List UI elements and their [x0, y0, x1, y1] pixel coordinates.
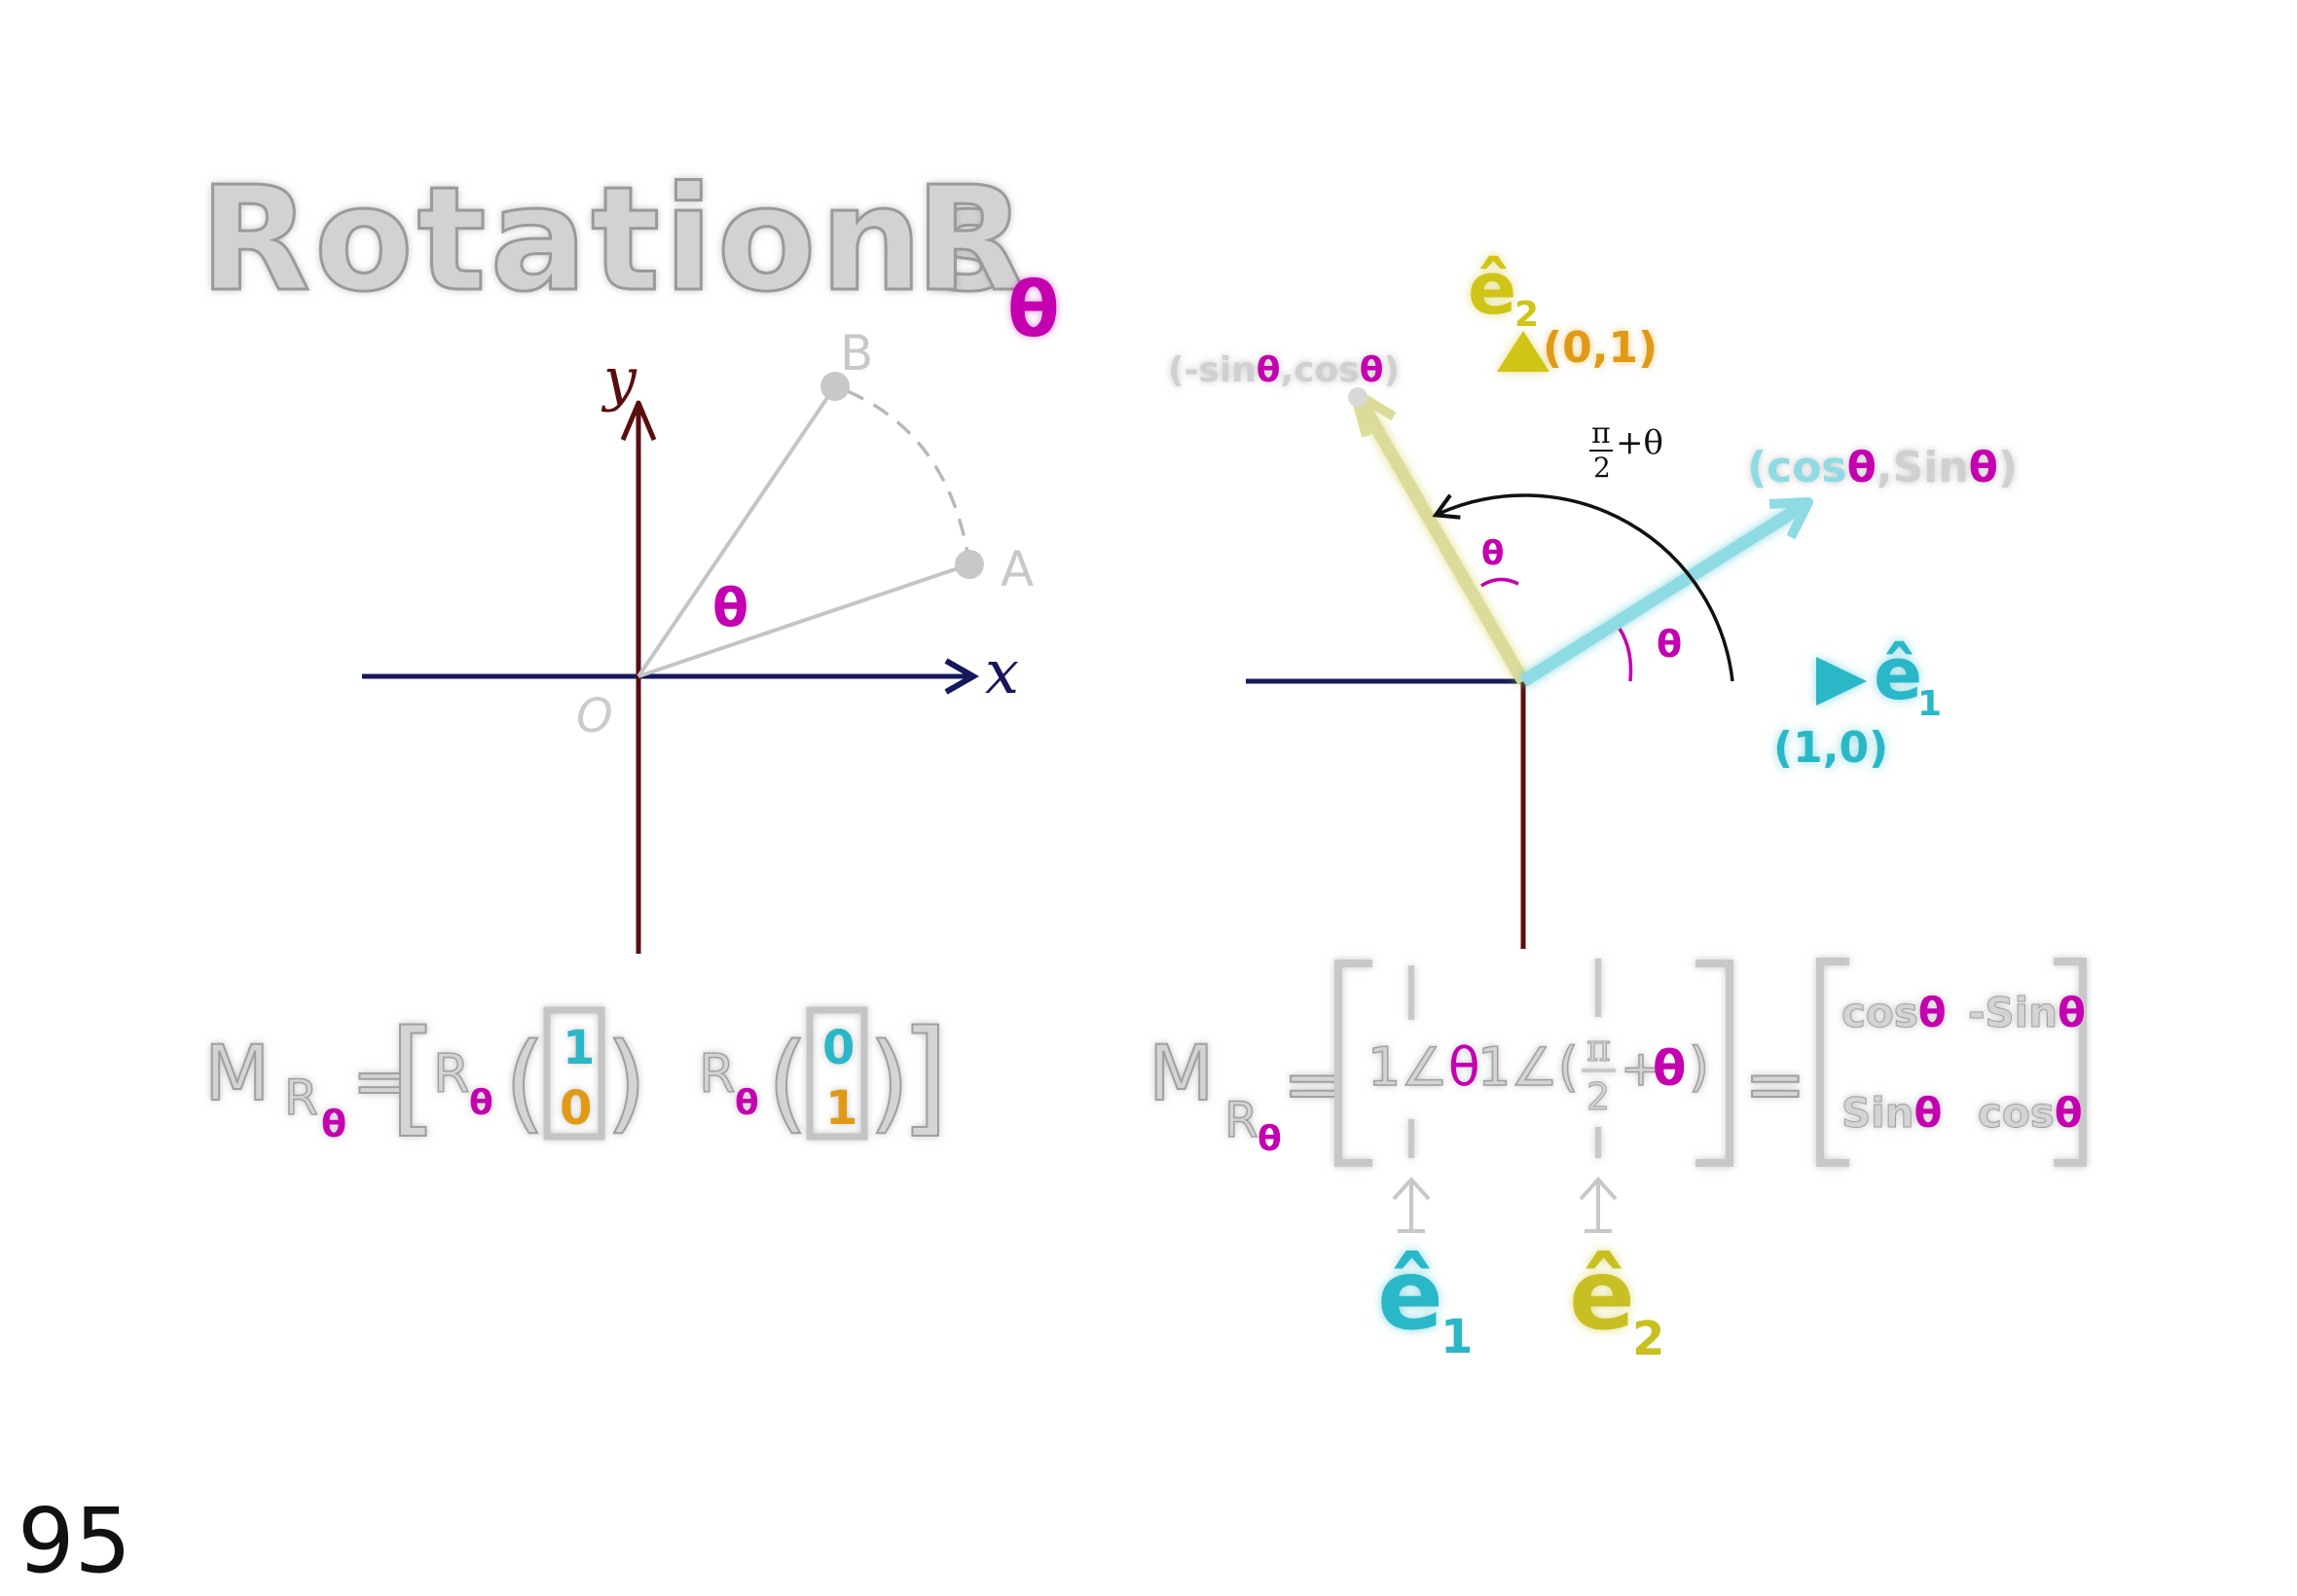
- fr-col2-num: π: [1586, 1027, 1611, 1070]
- fl-vec2-box: [806, 1006, 868, 1141]
- fl-M: M: [204, 1031, 270, 1118]
- fl-equals: =: [352, 1041, 410, 1121]
- rotated-e2-arrow: [1355, 397, 1529, 685]
- fr-m11: cosθ: [1841, 989, 1947, 1036]
- left-y-arrow-head: [620, 400, 657, 441]
- arc-a-to-b: [834, 384, 971, 565]
- e2-hat-label: ê: [1468, 247, 1516, 331]
- basis-e1-arrow-head: [1816, 657, 1867, 706]
- fr-m21: Sinθ: [1841, 1089, 1942, 1137]
- fl-theta1: θ: [469, 1083, 493, 1123]
- small-angle-arc-right: [1618, 628, 1633, 682]
- fr-col2-den: 2: [1586, 1075, 1610, 1118]
- point-b-dot: [820, 372, 850, 401]
- fl-paren1-open: (: [504, 1020, 546, 1144]
- fl-vec2-top: 0: [822, 1021, 855, 1075]
- fr-col2-theta: θ: [1653, 1040, 1686, 1097]
- fr-R: R: [1224, 1092, 1258, 1148]
- title-symbol: R: [915, 156, 1026, 323]
- fl-paren2-close: ): [868, 1020, 910, 1144]
- big-angle-den: 2: [1593, 452, 1611, 484]
- under-arrow-e2: [1579, 1177, 1618, 1233]
- e1-sub-label: 1: [1917, 684, 1942, 724]
- fr-m12: -Sinθ: [1968, 989, 2086, 1036]
- fl-vec2-bottom: 1: [825, 1081, 857, 1136]
- fl-paren1-close: ): [605, 1020, 647, 1144]
- small-angle-theta-left: θ: [1481, 534, 1504, 573]
- small-angle-arc-left: [1480, 577, 1519, 588]
- small-angle-theta-right: θ: [1657, 623, 1682, 666]
- basis-e2-arrow-head: [1497, 331, 1550, 372]
- origin-label: O: [576, 689, 613, 744]
- big-angle-arc: [1432, 493, 1734, 682]
- left-diagram: y x O A B θ: [362, 325, 1034, 954]
- fr-equals2: =: [1744, 1040, 1806, 1127]
- fr-lbracket: [1334, 960, 1372, 1167]
- e1-hat-label: ê: [1874, 633, 1922, 716]
- fl-vec1-box: [543, 1006, 605, 1141]
- rotated-e2-tip-dot: [1348, 387, 1367, 407]
- fl-rbracket: ]: [900, 1004, 949, 1149]
- fr-M: M: [1148, 1031, 1214, 1118]
- point-a-dot: [955, 550, 984, 579]
- y-axis-label: y: [601, 345, 638, 414]
- rotated-e1-arrow-head: [1768, 497, 1813, 540]
- segment-oa: [638, 562, 970, 678]
- formula-right: M R = 1∠θ 1∠( π 2 + ) = cosθ -Sinθ: [1148, 958, 2087, 1366]
- fr-result-rbracket: [2054, 958, 2087, 1167]
- under-e2-sub: 2: [1632, 1312, 1664, 1366]
- big-angle-label: π 2 +θ: [1589, 417, 1663, 484]
- big-angle-num: π: [1591, 417, 1611, 451]
- fl-R: R: [284, 1070, 318, 1126]
- left-angle-theta: θ: [712, 577, 748, 638]
- rotated-e1-coord: (cosθ,Sinθ): [1747, 443, 2018, 492]
- under-e1-hat: ê: [1377, 1238, 1443, 1352]
- fr-col2-plus: +: [1621, 1040, 1661, 1097]
- under-e2-hat: ê: [1569, 1238, 1635, 1352]
- fr-col2-open: 1∠(: [1477, 1036, 1579, 1098]
- fl-theta2: θ: [735, 1083, 759, 1123]
- fl-R2: R: [699, 1043, 736, 1105]
- fr-m22: cosθ: [1978, 1089, 2083, 1137]
- fl-paren2-open: (: [767, 1020, 809, 1144]
- fl-theta: θ: [321, 1103, 346, 1145]
- rotated-e1-arrow: [1519, 500, 1806, 687]
- title-text: Rotations: [200, 156, 1016, 323]
- title-subscript: θ: [1007, 267, 1060, 354]
- fl-vec1-bottom: 0: [560, 1081, 592, 1136]
- e2-coord-label: (0,1): [1543, 323, 1658, 373]
- e1-coord-label: (1,0): [1773, 723, 1888, 773]
- e2-sub-label: 2: [1514, 295, 1539, 335]
- segment-ob: [637, 384, 837, 678]
- fr-col2-close: ): [1689, 1036, 1709, 1098]
- fl-R1: R: [433, 1043, 470, 1105]
- page-number: 95: [18, 1489, 131, 1593]
- fr-rbracket: [1695, 960, 1733, 1167]
- rotated-e2-coord: (-sinθ,cosθ): [1168, 350, 1400, 390]
- right-diagram: ê 2 (0,1) (-sinθ,cosθ) (cosθ,Sinθ) π 2 +…: [1168, 247, 2018, 949]
- fl-lbracket: [: [389, 1004, 438, 1149]
- title: Rotations R θ: [199, 155, 1060, 355]
- under-arrow-e1: [1392, 1177, 1431, 1233]
- under-e1-sub: 1: [1440, 1310, 1473, 1364]
- under-arrows: [1392, 1177, 1618, 1233]
- point-b-label: B: [840, 325, 873, 381]
- fr-result-lbracket: [1816, 958, 1849, 1167]
- fr-theta: θ: [1258, 1119, 1282, 1159]
- x-axis-label: x: [985, 636, 1019, 707]
- formula-left: M R θ = [ R θ ( 1 0 ) R θ ( 0 1 ) ]: [203, 1003, 950, 1150]
- point-a-label: A: [1001, 541, 1034, 598]
- big-angle-rest: +θ: [1616, 423, 1663, 462]
- fr-col1: 1∠θ: [1367, 1036, 1480, 1098]
- fl-vec1-top: 1: [563, 1021, 595, 1075]
